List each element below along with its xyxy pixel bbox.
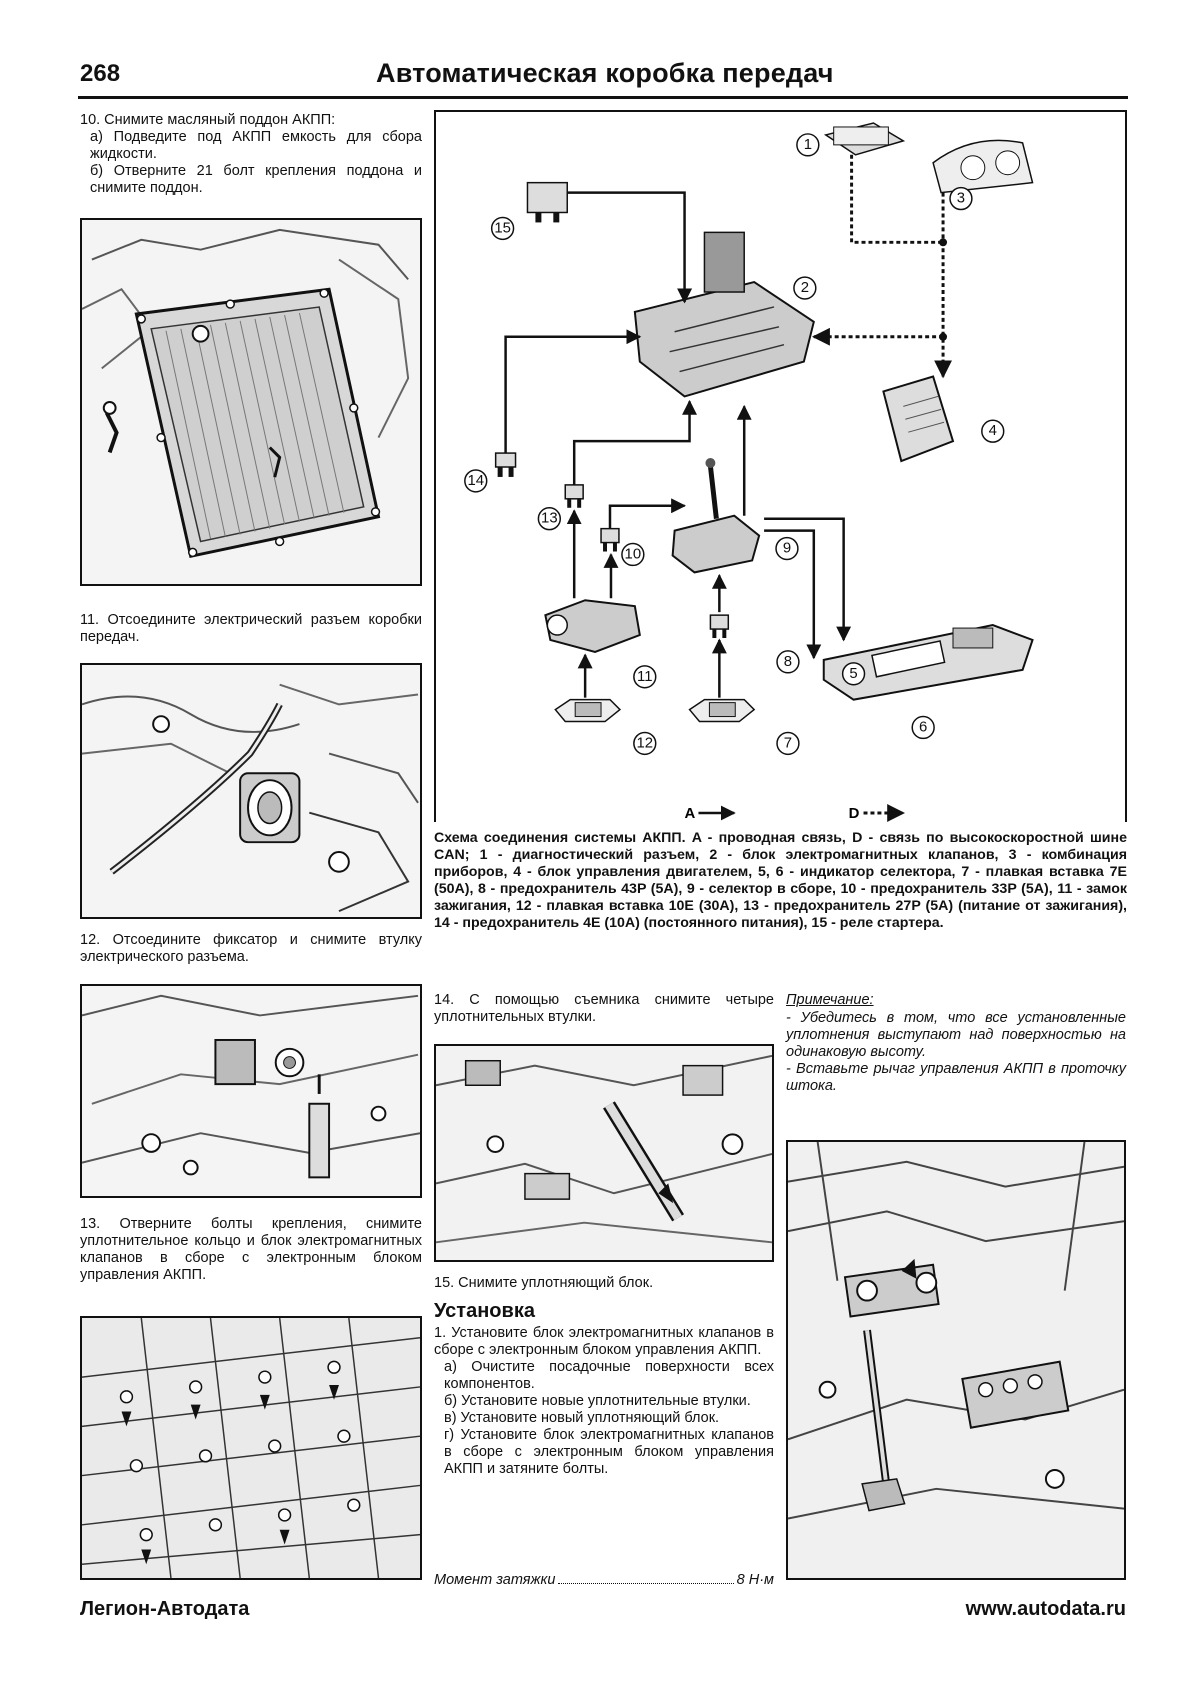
- step-14-text: 14. С помощью съемника снимите четыре уп…: [434, 992, 774, 1025]
- fuse-27p-shape: [564, 484, 584, 508]
- system-schematic: 1 2 3 4 5 6 7 8 9 10 11 12 13 14 15 A D: [434, 110, 1127, 822]
- ignition-switch-shape: [544, 599, 641, 653]
- callout-6: 6: [919, 719, 927, 735]
- oil-pan-photo: [80, 218, 422, 586]
- torque-label: Момент затяжки: [434, 1572, 556, 1588]
- step-12-text: 12. Отсоедините фиксатор и снимите втулк…: [80, 932, 422, 965]
- legend-d-label: D: [849, 806, 860, 822]
- install-step-1: 1. Установите блок электромагнитных клап…: [434, 1325, 774, 1358]
- step-11-text: 11. Отсоедините электрический разъем кор…: [80, 612, 422, 645]
- selector-assembly-shape: [671, 458, 761, 574]
- fusible-link-10e-shape: [554, 698, 622, 723]
- schematic-caption: Схема соединения системы АКПП. A - прово…: [434, 830, 1127, 931]
- fusible-link-7e-shape: [688, 698, 756, 723]
- step-10-title: 10. Снимите масляный поддон АКПП:: [80, 112, 336, 128]
- callout-5: 5: [849, 666, 857, 682]
- callout-11: 11: [637, 669, 652, 685]
- note-line-1: - Убедитесь в том, что все установленные…: [786, 1010, 1126, 1060]
- callout-15: 15: [494, 220, 511, 236]
- torque-spec: Момент затяжки 8 Н·м: [434, 1572, 774, 1588]
- engine-ecu-shape: [882, 375, 955, 463]
- installation-heading: Установка: [434, 1300, 535, 1322]
- footer-website[interactable]: www.autodata.ru: [965, 1598, 1126, 1620]
- solenoid-block-shape: [633, 231, 815, 398]
- install-step-c: в) Установите новый уплотняющий блок.: [444, 1410, 720, 1426]
- torque-value: 8 Н·м: [736, 1572, 774, 1588]
- valve-body-photo: [80, 1316, 422, 1580]
- step-10-b: б) Отверните 21 болт крепления поддона и…: [90, 163, 422, 196]
- page-number: 268: [80, 60, 121, 87]
- page-title: Автоматическая коробка передач: [376, 58, 834, 88]
- callout-4: 4: [989, 423, 997, 439]
- seal-sleeve-photo: [434, 1044, 774, 1262]
- step-10-text: 10. Снимите масляный поддон АКПП: а) Под…: [80, 112, 422, 197]
- installation-steps: 1. Установите блок электромагнитных клап…: [434, 1325, 774, 1478]
- header-divider: [78, 96, 1128, 99]
- callout-14: 14: [467, 473, 484, 489]
- callout-10: 10: [625, 546, 642, 562]
- torque-leader-dots: [558, 1572, 734, 1584]
- selector-indicator-shape: [822, 624, 1034, 701]
- callout-13: 13: [541, 511, 558, 527]
- install-step-a: а) Очистите посадочные поверхности всех …: [444, 1359, 774, 1392]
- note-line-2: - Вставьте рычаг управления АКПП в прото…: [786, 1061, 1126, 1094]
- callout-3: 3: [957, 191, 965, 207]
- callout-8: 8: [784, 654, 792, 670]
- connector-photo: [80, 663, 422, 919]
- legend-a-label: A: [685, 806, 696, 822]
- install-step-d: г) Установите блок электромагнитных клап…: [444, 1427, 774, 1477]
- callout-7: 7: [784, 735, 792, 751]
- starter-relay-shape: [526, 181, 568, 223]
- callout-2: 2: [801, 280, 809, 296]
- step-15-text: 15. Снимите уплотняющий блок.: [434, 1275, 654, 1291]
- fuse-4e-shape: [494, 452, 517, 477]
- note-text: - Убедитесь в том, что все установленные…: [786, 1010, 1126, 1095]
- selector-lever-photo: [786, 1140, 1126, 1580]
- callout-1: 1: [804, 137, 812, 153]
- instrument-cluster-shape: [932, 139, 1034, 194]
- note-title: Примечание:: [786, 992, 874, 1008]
- retainer-photo: [80, 984, 422, 1198]
- diagnostic-connector-shape: [823, 122, 906, 156]
- callout-12: 12: [636, 735, 653, 751]
- legend: A D: [685, 804, 906, 822]
- footer-publisher: Легион-Автодата: [80, 1598, 250, 1620]
- fuse-33p-shape: [600, 527, 620, 552]
- callout-9: 9: [783, 541, 791, 557]
- install-step-b: б) Установите новые уплотнительные втулк…: [444, 1393, 751, 1409]
- step-13-text: 13. Отверните болты крепления, снимите у…: [80, 1216, 422, 1283]
- fuse-43p-shape: [709, 614, 730, 639]
- step-10-a: а) Подведите под АКПП емкость для сбора …: [90, 129, 422, 162]
